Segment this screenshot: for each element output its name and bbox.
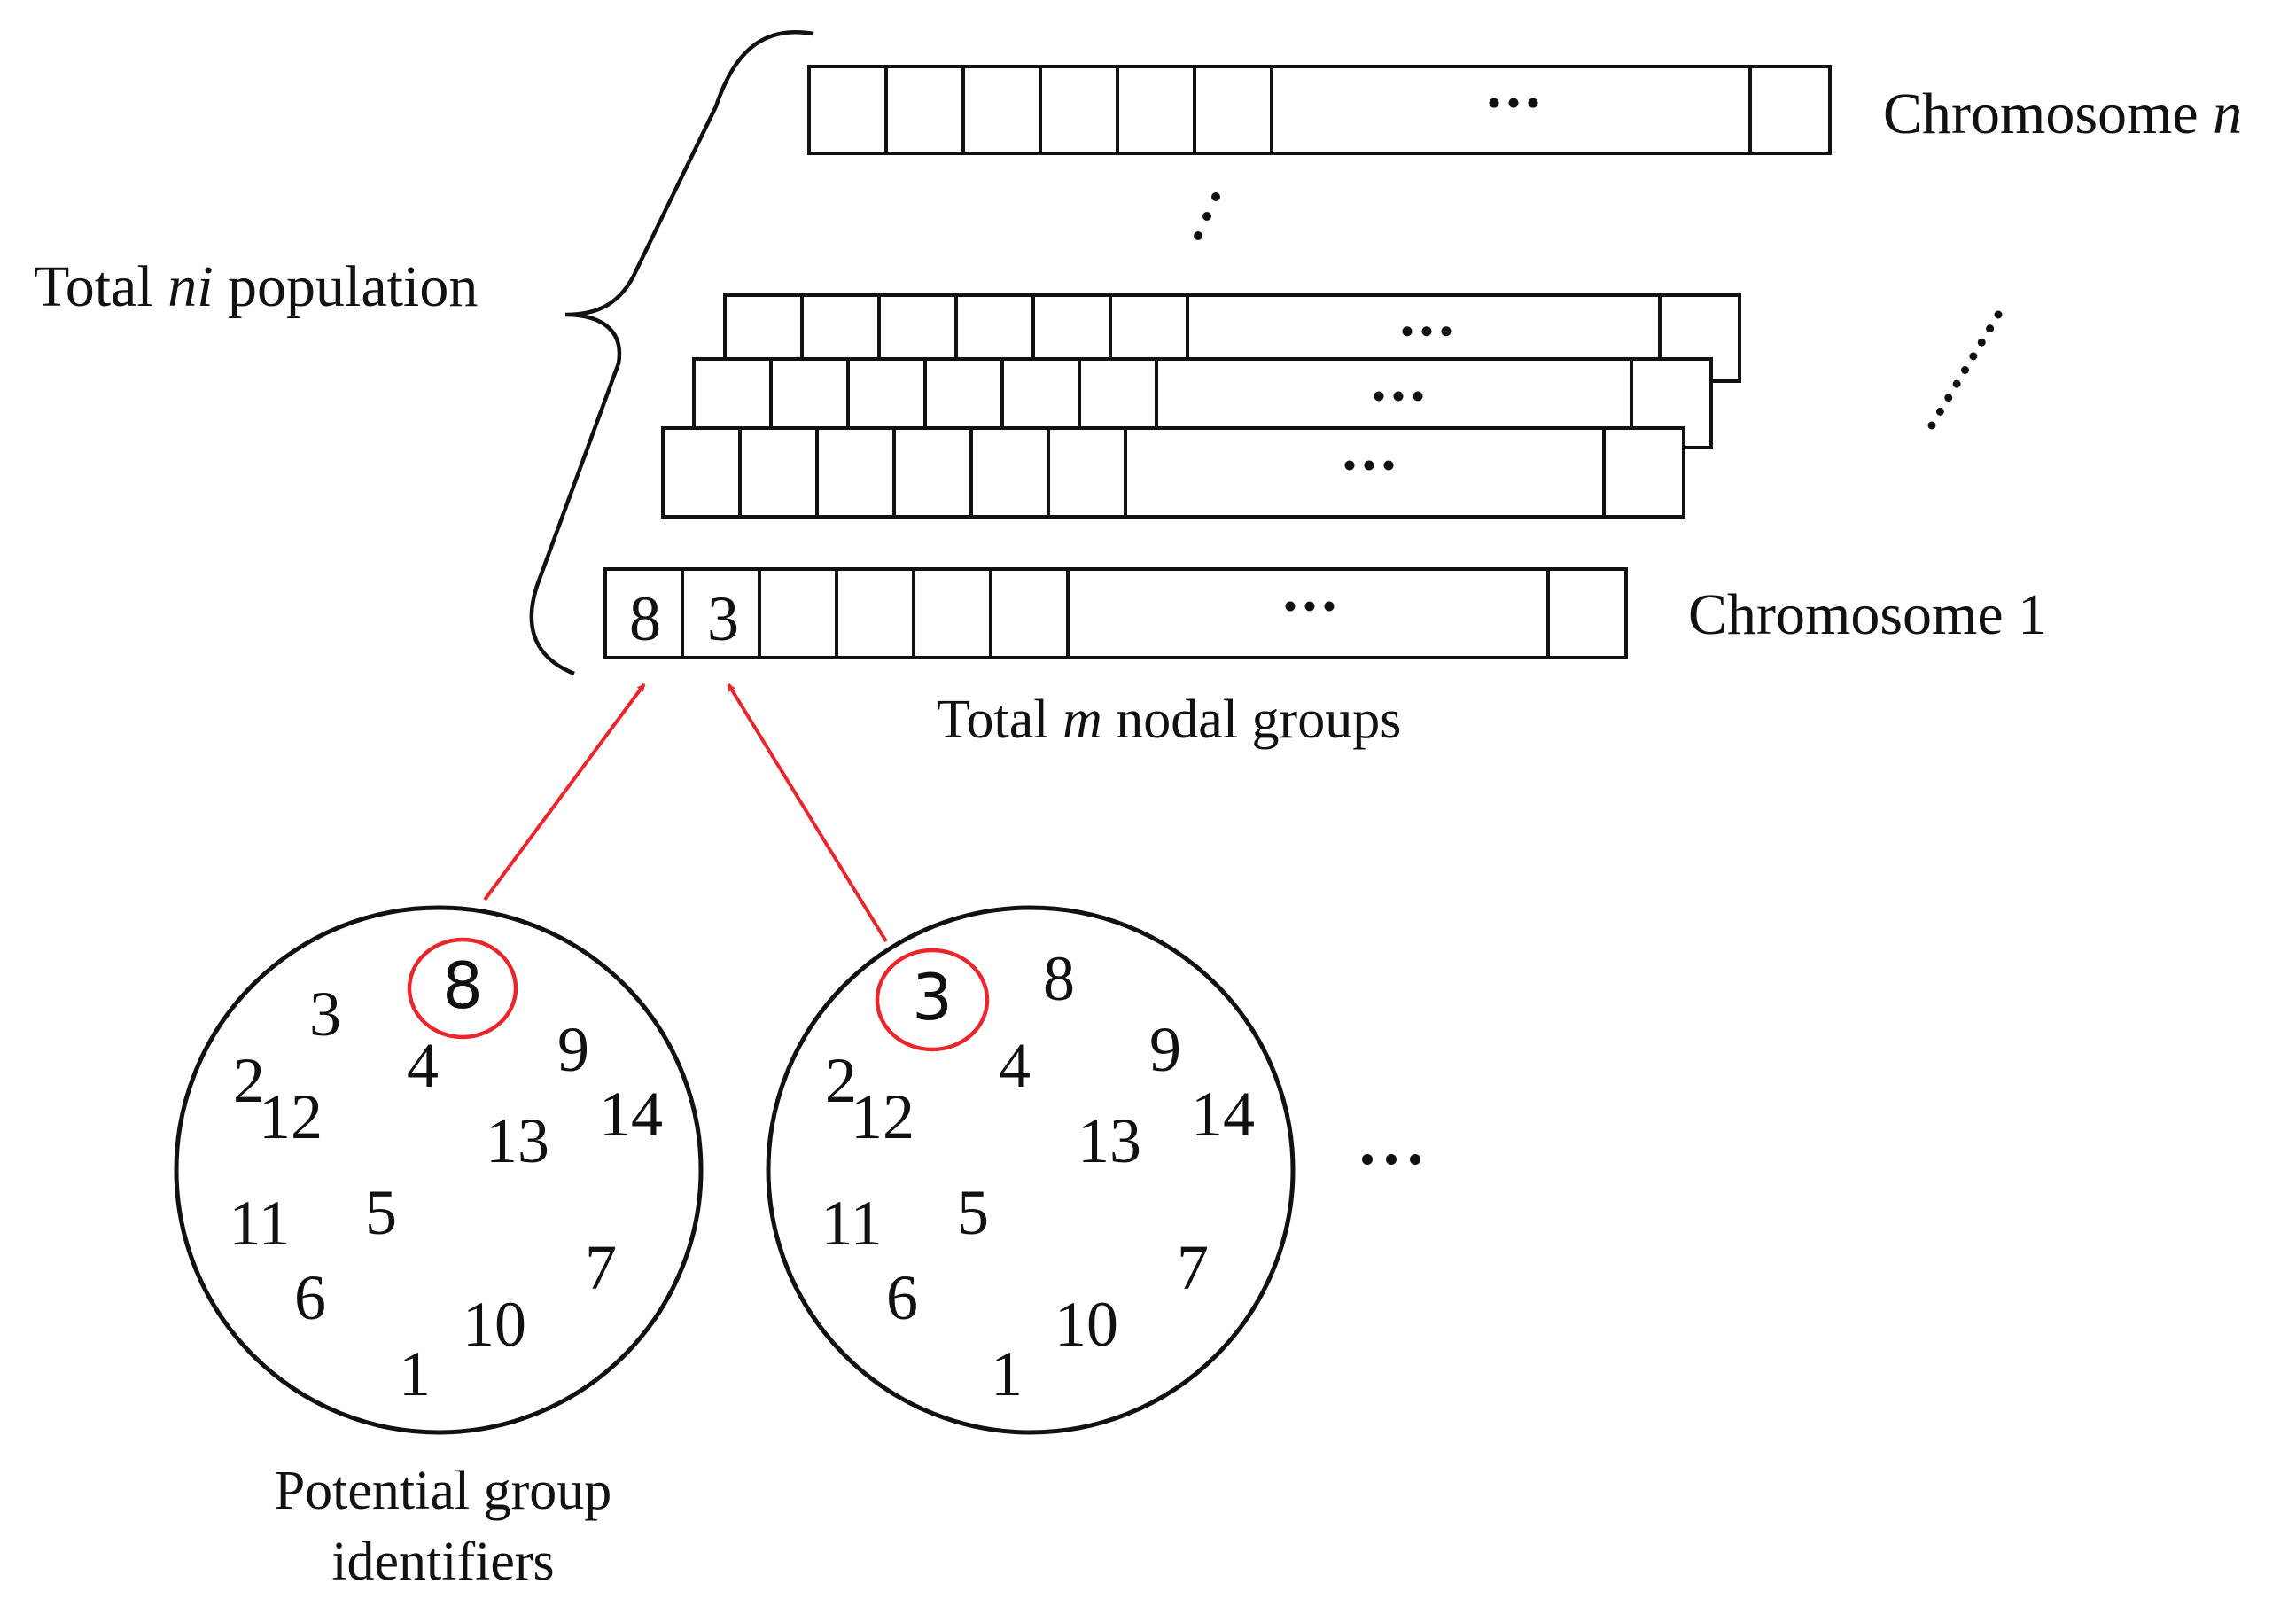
- pool-1-number-9: 9: [557, 1014, 589, 1085]
- ellipsis-dot: [1344, 460, 1355, 471]
- ellipsis-dot: [1285, 601, 1296, 612]
- ellipsis-dot: [1441, 326, 1452, 337]
- diagonal-dot: [1961, 366, 1969, 374]
- pool-2-number-10: 10: [1055, 1289, 1118, 1360]
- ellipsis-dot: [1374, 391, 1384, 402]
- ellipsis-dot: [1364, 460, 1374, 471]
- ellipsis-dot: [1413, 391, 1423, 402]
- pool-1-number-11: 11: [229, 1188, 290, 1259]
- pool-2-number-14: 14: [1191, 1079, 1255, 1150]
- chromosome-n: [807, 65, 1832, 155]
- diagonal-dot: [1944, 394, 1953, 402]
- pool-1-number-1: 1: [399, 1338, 431, 1409]
- pool-1-number-8: 8: [442, 948, 483, 1023]
- pool-2-number-3: 3: [912, 960, 953, 1034]
- ellipsis-dot: [1421, 326, 1432, 337]
- identifier-pool-2: 3 8 9 2 4 12 14 13 11 5 7 6 10 1: [766, 905, 1296, 1435]
- pool-2-number-11: 11: [821, 1188, 882, 1259]
- pool-2-number-13: 13: [1078, 1105, 1141, 1176]
- pool-1-number-4: 4: [407, 1030, 439, 1101]
- pool-1-number-5: 5: [365, 1177, 397, 1248]
- population-brace: [529, 30, 814, 676]
- pool-2-number-9: 9: [1149, 1014, 1181, 1085]
- selection-arrow-3: [727, 683, 888, 943]
- ellipsis-dot: [1304, 601, 1315, 612]
- diagonal-dot: [1977, 338, 1986, 347]
- pool-1-number-3: 3: [309, 979, 341, 1049]
- chromosome-1-gene-2: 3: [707, 583, 739, 654]
- chromosome-1-label: Chromosome 1: [1688, 582, 2047, 647]
- pool-1-number-7: 7: [585, 1232, 617, 1303]
- diagonal-dot: [1935, 407, 1944, 416]
- pool-1-number-6: 6: [294, 1262, 326, 1333]
- ellipsis-dot: [1528, 98, 1538, 108]
- ellipsis-dot: [1383, 460, 1394, 471]
- diagonal-dot: [1969, 352, 1978, 361]
- pool-2-number-1: 1: [991, 1338, 1023, 1409]
- ellipsis-dot: [1324, 601, 1335, 612]
- pool-1-number-12: 12: [259, 1081, 323, 1152]
- chromosome-bar: [661, 426, 1685, 519]
- highlight-ring-8: [407, 937, 518, 1040]
- selection-arrow-8: [483, 683, 646, 901]
- population-label: Total ni population: [34, 254, 478, 319]
- pool-2-number-4: 4: [999, 1030, 1031, 1101]
- ellipsis-dot: [1489, 98, 1499, 108]
- ellipsis-dot: [1393, 391, 1404, 402]
- pool-2-number-5: 5: [957, 1177, 989, 1248]
- diagonal-ellipsis-dots: [1927, 310, 2003, 430]
- chromosome-n-label: Chromosome n: [1883, 82, 2242, 146]
- pool-1-number-14: 14: [599, 1079, 663, 1150]
- diagonal-dot: [1994, 310, 2003, 319]
- pool-2-number-8: 8: [1043, 943, 1075, 1014]
- pool-caption-line-1: Potential group: [275, 1461, 612, 1521]
- diagonal-dot: [1952, 379, 1961, 388]
- pool-2-number-6: 6: [886, 1262, 918, 1333]
- chromosome-1: [603, 567, 1628, 659]
- chromosome-stack-front: [661, 426, 1685, 519]
- more-pools-ellipsis: [1362, 1154, 1420, 1165]
- ellipsis-dot: [1508, 98, 1519, 108]
- ellipsis-dot: [1402, 326, 1413, 337]
- pool-1-number-10: 10: [463, 1289, 526, 1360]
- pool-1-number-2: 2: [233, 1045, 265, 1116]
- chromosome-1-gene-1: 8: [629, 583, 661, 654]
- pool-caption-line-2: identifiers: [331, 1532, 554, 1592]
- pool-2-number-12: 12: [851, 1081, 915, 1152]
- diagonal-dot: [1986, 324, 1995, 333]
- pool-1-number-13: 13: [486, 1105, 549, 1176]
- chromosome-bar: [807, 65, 1832, 155]
- highlight-ring-3: [875, 948, 990, 1052]
- identifier-pool-1: 3 8 9 2 4 12 14 13 11 5 7 6 10 1: [174, 905, 704, 1435]
- pool-2-number-7: 7: [1177, 1232, 1209, 1303]
- chromosome-bar: [603, 567, 1628, 659]
- nodal-groups-label: Total m nodal groups: [937, 690, 1401, 750]
- pool-2-number-2: 2: [825, 1045, 857, 1116]
- vertical-ellipsis-dots: [1194, 192, 1220, 240]
- diagonal-dot: [1927, 421, 1936, 430]
